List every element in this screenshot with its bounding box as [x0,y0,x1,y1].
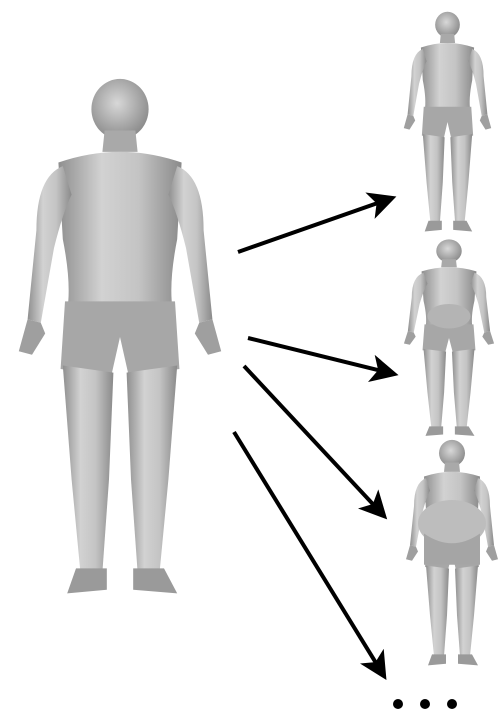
body-variant-lean [404,12,491,232]
ellipsis-dot [447,699,457,709]
body-variant-average [404,239,494,436]
arrow-to-variant-2 [248,338,394,374]
arrow-to-more-variants [234,432,384,676]
arrow-to-variant-3 [244,366,384,516]
arrow-to-variant-1 [238,198,392,252]
ellipsis-dot [393,699,403,709]
body-variant-heavy [406,440,498,665]
base-body-figure [19,79,221,593]
more-variants-ellipsis [393,699,457,709]
ellipsis-dot [420,699,430,709]
